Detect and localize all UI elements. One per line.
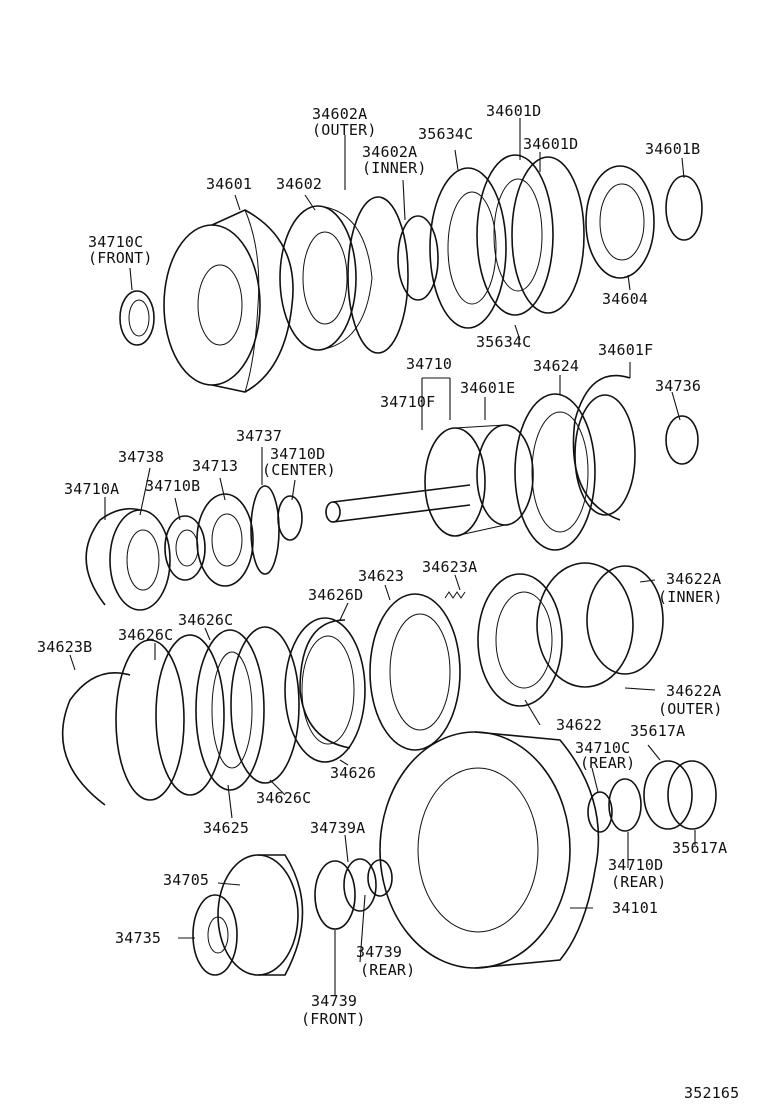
label-34622a-inner-sub: (INNER) bbox=[658, 588, 723, 606]
label-34739a: 34739A bbox=[310, 819, 366, 837]
label-34602: 34602 bbox=[276, 175, 323, 193]
label-34739-front: 34739 bbox=[311, 992, 358, 1010]
bearing-34710c-rear bbox=[587, 791, 613, 833]
case-34101 bbox=[379, 731, 600, 969]
spring-34623a bbox=[444, 591, 466, 599]
label-34710d-center-sub: (CENTER) bbox=[262, 461, 336, 479]
snap-ring-34623b bbox=[61, 671, 131, 806]
one-way-clutch-34604 bbox=[585, 165, 655, 279]
oring-34602a-outer bbox=[347, 196, 409, 354]
label-34710c-rear-sub: (REAR) bbox=[580, 754, 636, 772]
race-34713 bbox=[196, 493, 254, 587]
label-34626d: 34626D bbox=[308, 586, 364, 604]
label-34602a-inner: 34602A bbox=[362, 143, 418, 161]
shaft-34710 bbox=[325, 484, 471, 523]
label-34622: 34622 bbox=[556, 716, 603, 734]
label-34710f: 34710F bbox=[380, 393, 436, 411]
plate-34735 bbox=[192, 894, 238, 976]
label-34622a-outer-sub: (OUTER) bbox=[658, 700, 723, 718]
label-34705: 34705 bbox=[163, 871, 210, 889]
bearing-34710d-rear bbox=[608, 778, 642, 832]
label-34601b: 34601B bbox=[645, 140, 701, 158]
plate-34626 bbox=[284, 617, 366, 763]
label-34624: 34624 bbox=[533, 357, 580, 375]
snap-ring-34601b bbox=[665, 175, 703, 241]
piston-34622 bbox=[477, 573, 563, 707]
label-34713: 34713 bbox=[192, 457, 239, 475]
label-34623b: 34623B bbox=[37, 638, 93, 656]
label-34710b: 34710B bbox=[145, 477, 201, 495]
disc-34601d bbox=[476, 154, 585, 316]
drum-34705 bbox=[217, 854, 304, 976]
disc-34625 bbox=[230, 626, 300, 784]
piston-34602 bbox=[279, 205, 373, 351]
gear-34738 bbox=[109, 509, 171, 611]
label-34710a: 34710A bbox=[64, 480, 120, 498]
ring-34624 bbox=[514, 393, 596, 551]
seal-rings-35617a bbox=[643, 760, 717, 830]
label-34625: 34625 bbox=[203, 819, 250, 837]
bearing-34710d-center bbox=[277, 495, 303, 541]
label-34601d-mid: 34601D bbox=[523, 135, 579, 153]
label-34626: 34626 bbox=[330, 764, 377, 782]
label-34623: 34623 bbox=[358, 567, 405, 585]
label-34739-front-sub: (FRONT) bbox=[301, 1010, 366, 1028]
label-34736: 34736 bbox=[655, 377, 702, 395]
label-34602a-outer: 34602A bbox=[312, 105, 368, 123]
snap-ring-34710a bbox=[85, 507, 141, 606]
hub-34736 bbox=[574, 394, 699, 516]
label-34739-rear-sub: (REAR) bbox=[360, 961, 416, 979]
label-34101: 34101 bbox=[612, 899, 659, 917]
label-34710c-front: 34710C bbox=[88, 233, 144, 251]
label-35617a-top: 35617A bbox=[630, 722, 686, 740]
label-34735: 34735 bbox=[115, 929, 162, 947]
gear-34737 bbox=[250, 485, 280, 575]
label-34601f: 34601F bbox=[598, 341, 654, 359]
label-34601: 34601 bbox=[206, 175, 253, 193]
leader-lines bbox=[69, 118, 696, 995]
planetary-34710f bbox=[424, 424, 534, 537]
piston-34623 bbox=[369, 593, 461, 751]
seal-34710c-front bbox=[119, 290, 155, 346]
label-34738: 34738 bbox=[118, 448, 165, 466]
label-35617a-bottom: 35617A bbox=[672, 839, 728, 857]
label-34622a-inner: 34622A bbox=[666, 570, 722, 588]
label-35634c-top: 35634C bbox=[418, 125, 474, 143]
label-34710d-rear-sub: (REAR) bbox=[611, 873, 667, 891]
label-34626c-top: 34626C bbox=[178, 611, 234, 629]
label-34710: 34710 bbox=[406, 355, 453, 373]
label-34710c-rear: 34710C bbox=[575, 739, 631, 757]
label-34601e: 34601E bbox=[460, 379, 516, 397]
label-34739-rear: 34739 bbox=[356, 943, 403, 961]
label-34623a: 34623A bbox=[422, 558, 478, 576]
oring-34622a bbox=[536, 562, 664, 688]
label-34602a-inner-sub: (INNER) bbox=[362, 159, 427, 177]
label-34622a-outer: 34622A bbox=[666, 682, 722, 700]
diagram-number: 352165 bbox=[684, 1084, 740, 1102]
label-35634c-bottom: 35634C bbox=[476, 333, 532, 351]
bearing-34739 bbox=[314, 858, 393, 930]
label-34626c-bottom: 34626C bbox=[256, 789, 312, 807]
label-34710c-front-sub: (FRONT) bbox=[88, 249, 153, 267]
label-34602a-outer-sub: (OUTER) bbox=[312, 121, 377, 139]
label-34710d-rear: 34710D bbox=[608, 856, 664, 874]
snap-ring-34626d bbox=[299, 619, 351, 749]
label-34604: 34604 bbox=[602, 290, 649, 308]
snap-ring-34601f bbox=[572, 374, 631, 521]
label-34737: 34737 bbox=[236, 427, 283, 445]
label-34601d-top: 34601D bbox=[486, 102, 542, 120]
drum-34601 bbox=[163, 209, 294, 393]
label-34710d-center: 34710D bbox=[270, 445, 326, 463]
oring-34602a-inner bbox=[397, 215, 439, 301]
plates-34626c bbox=[115, 629, 265, 801]
label-34626c-left: 34626C bbox=[118, 626, 174, 644]
plate-35634c bbox=[429, 167, 507, 329]
